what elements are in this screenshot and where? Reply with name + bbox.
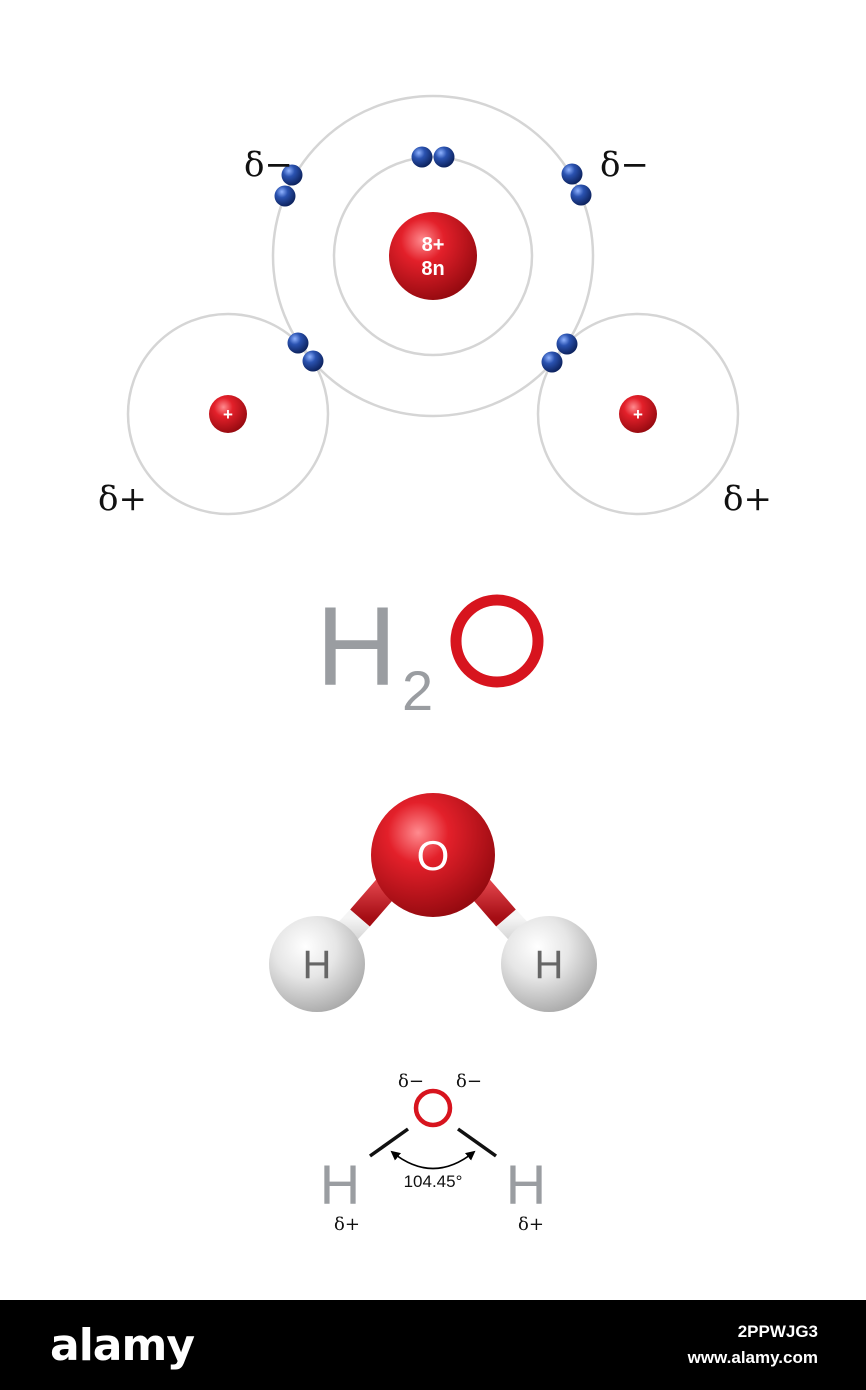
electron	[433, 146, 455, 168]
electron	[541, 351, 563, 373]
structural-formula: 104.45° H H δ− δ− δ+ δ+	[320, 1071, 546, 1235]
water-molecule-diagram: 8+ 8n + + δ− δ− δ+ δ+ H 2 O H	[98, 94, 772, 1235]
bond-angle-arc	[390, 1150, 476, 1170]
partial-positive-left: δ+	[98, 479, 147, 519]
oxygen-ball	[371, 793, 495, 917]
oxygen-nucleus	[389, 212, 477, 300]
bond-angle-value: 104.45°	[404, 1172, 463, 1191]
hydrogen-right-shell	[536, 312, 740, 516]
structural-hydrogen-right: H	[506, 1153, 546, 1216]
electron	[274, 185, 296, 207]
structural-bond-left	[368, 1127, 410, 1158]
alamy-logo: alamy	[50, 1320, 195, 1371]
oxygen-inner-shell	[332, 155, 534, 357]
structural-partial-negative-left: δ−	[398, 1071, 424, 1092]
electron	[556, 333, 578, 355]
electron	[287, 332, 309, 354]
structural-partial-positive-left: δ+	[334, 1214, 360, 1235]
image-code: 2PPWJG3	[737, 1322, 818, 1341]
electron	[570, 184, 592, 206]
electron	[561, 163, 583, 185]
electron	[281, 164, 303, 186]
formula-hydrogen: H	[316, 584, 397, 709]
oxygen-ball-label: O	[417, 832, 450, 879]
watermark-footer: alamy 2PPWJG3 www.alamy.com	[0, 1300, 866, 1390]
partial-negative-right: δ−	[600, 145, 649, 185]
hydrogen-ball-left	[269, 916, 365, 1012]
structural-partial-negative-right: δ−	[456, 1071, 482, 1092]
hydrogen-left-nucleus-charge: +	[223, 405, 233, 424]
hydrogen-left-shell	[126, 312, 330, 516]
bohr-model: 8+ 8n + + δ− δ− δ+ δ+	[98, 94, 772, 519]
formula-oxygen	[450, 594, 544, 688]
oxygen-outer-shell	[271, 94, 595, 418]
formula-subscript: 2	[402, 659, 433, 722]
electron	[302, 350, 324, 372]
hydrogen-ball-left-label: H	[303, 943, 332, 987]
partial-negative-left: δ−	[244, 145, 293, 185]
hydrogen-right-nucleus-charge: +	[633, 405, 643, 424]
structural-oxygen	[413, 1088, 453, 1128]
hydrogen-ball-right-label: H	[535, 943, 564, 987]
structural-partial-positive-right: δ+	[518, 1214, 544, 1235]
oxygen-nucleus-protons: 8+	[422, 234, 445, 256]
partial-positive-right: δ+	[723, 479, 772, 519]
structural-bond-right	[456, 1127, 498, 1158]
chemical-formula: H 2	[316, 584, 544, 722]
electron	[411, 146, 433, 168]
hydrogen-left-nucleus	[209, 395, 247, 433]
structural-hydrogen-left: H	[320, 1153, 360, 1216]
hydrogen-ball-right	[501, 916, 597, 1012]
hydrogen-right-nucleus	[619, 395, 657, 433]
site-url: www.alamy.com	[687, 1348, 818, 1367]
oxygen-nucleus-neutrons: 8n	[421, 258, 444, 280]
ball-and-stick-model: O H H	[269, 793, 597, 1012]
